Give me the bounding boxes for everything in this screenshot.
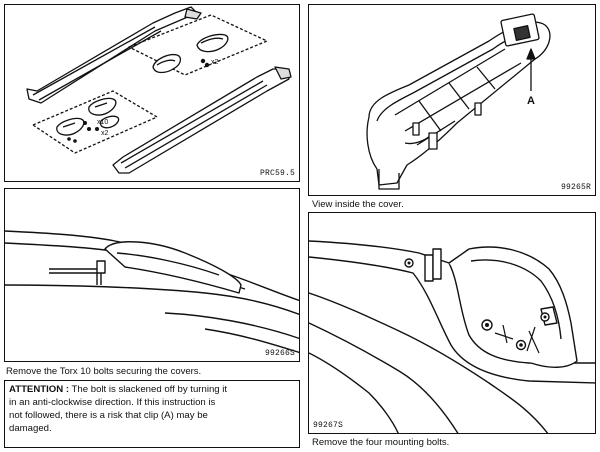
attention-line-4: damaged. <box>9 423 52 434</box>
attention-line-1: ATTENTION : The bolt is slackened off by… <box>9 383 295 396</box>
attention-text-1: The bolt is slackened off by turning it <box>71 384 228 395</box>
callout-x2-lower: x2 <box>101 130 109 137</box>
attention-warning-box: ATTENTION : The bolt is slackened off by… <box>4 380 300 448</box>
attention-line-2: in an anti-clockwise direction. If this … <box>9 397 216 408</box>
cover-inside-view-panel: A 99265R <box>308 4 596 196</box>
caption-view-inside-cover: View inside the cover. <box>312 199 404 210</box>
torx-bolts-illustration <box>5 230 299 354</box>
parts-exploded-illustration <box>26 6 292 174</box>
attention-line-3: not followed, there is a risk that clip … <box>9 410 208 421</box>
bolt-icons <box>67 58 210 143</box>
mounting-bolts-panel: 99267S <box>308 212 596 434</box>
figure-ref-99266s: 99266S <box>264 349 295 358</box>
callout-x10: x10 <box>97 119 109 126</box>
mounting-bolts-illustration <box>309 240 595 433</box>
caption-remove-torx-bolts: Remove the Torx 10 bolts securing the co… <box>6 366 202 377</box>
clip-label-a: A <box>527 95 535 107</box>
mounting-bolt-icons <box>404 258 550 351</box>
callout-x2-upper: x2 <box>211 59 219 66</box>
cover-inside-illustration <box>366 13 551 190</box>
figure-ref-prc595: PRC59.5 <box>259 169 295 178</box>
caption-remove-mounting-bolts: Remove the four mounting bolts. <box>312 437 450 448</box>
figure-ref-99265r: 99265R <box>560 183 591 192</box>
attention-heading: ATTENTION : <box>9 384 70 395</box>
torx-bolts-panel: 99266S <box>4 188 300 362</box>
parts-exploded-view-panel: x2 x10 x2 PRC59.5 <box>4 4 300 182</box>
figure-ref-99267s: 99267S <box>313 421 344 430</box>
